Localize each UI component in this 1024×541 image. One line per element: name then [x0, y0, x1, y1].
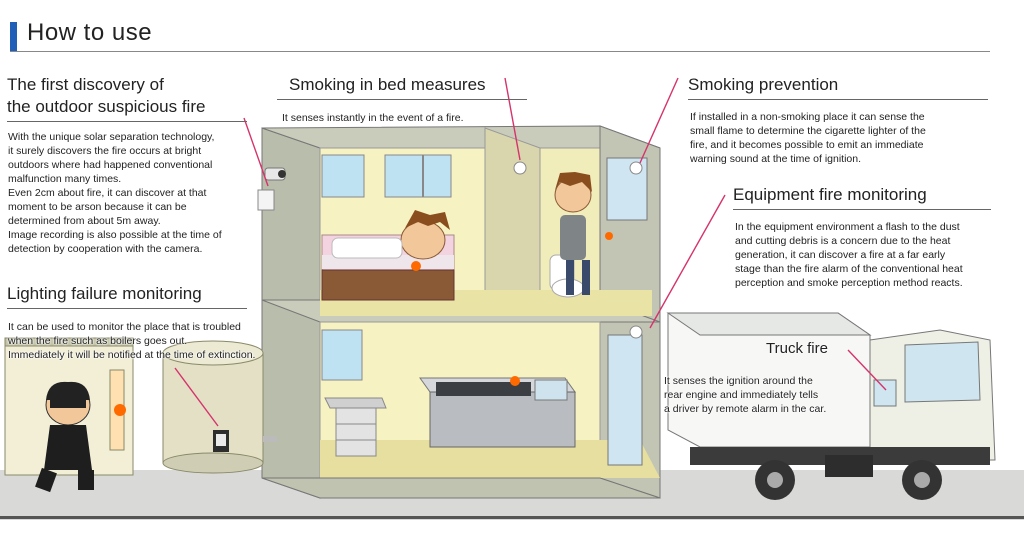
bed-section-title: Smoking in bed measures: [277, 74, 527, 100]
smoking-description: If installed in a non-smoking place it c…: [690, 110, 990, 166]
truck-line: It senses the ignition around the: [664, 375, 813, 387]
outdoor-line: determined from about 5m away.: [8, 215, 161, 227]
outdoor-line: Even 2cm about fire, it can discover at …: [8, 187, 207, 199]
outdoor-title-line2: the outdoor suspicious fire: [7, 96, 247, 122]
header-divider: [10, 51, 990, 52]
equipment-line: generation, it can discover a fire at a …: [735, 249, 946, 261]
outdoor-line: Image recording is also possible at the …: [8, 229, 222, 241]
equipment-line: perception and smoke perception method r…: [735, 277, 963, 289]
outdoor-title-line1: The first discovery of: [7, 75, 164, 94]
equipment-line: In the equipment environment a flash to …: [735, 221, 960, 233]
smoking-section-title: Smoking prevention: [688, 74, 988, 100]
outdoor-description: With the unique solar separation technol…: [8, 130, 248, 256]
lighting-section-title: Lighting failure monitoring: [7, 283, 247, 309]
road-line: [0, 516, 1024, 519]
truck-description: It senses the ignition around the rear e…: [664, 374, 849, 416]
page-title: How to use: [27, 19, 153, 46]
truck-line: rear engine and immediately tells: [664, 389, 819, 401]
bed-description: It senses instantly in the event of a fi…: [282, 112, 464, 124]
smoking-line: fire, and it becomes possible to emit an…: [690, 139, 924, 151]
truck: [666, 312, 996, 500]
lighting-line: when the fire such as boilers goes out.: [8, 335, 188, 347]
smoking-line: small flame to determine the cigarette l…: [690, 125, 926, 137]
smoking-line: If installed in a non-smoking place it c…: [690, 111, 925, 123]
header-accent-bar: [10, 22, 17, 52]
lighting-line: Immediately it will be notified at the t…: [8, 349, 256, 361]
outdoor-line: it surely discovers the fire occurs at b…: [8, 145, 202, 157]
callout-line-truck: [847, 349, 887, 391]
house: [257, 125, 661, 499]
truck-section-title: Truck fire: [766, 340, 828, 357]
equipment-description: In the equipment environment a flash to …: [735, 220, 1000, 290]
callout-lines: [174, 77, 887, 427]
equipment-line: stage than the fire alarm of the convent…: [735, 263, 963, 275]
truck-line: a driver by remote alarm in the car.: [664, 403, 827, 415]
callout-line-outdoor: [243, 117, 269, 187]
outdoor-line: malfunction many times.: [8, 173, 122, 185]
boiler: [162, 340, 277, 474]
equipment-line: and cutting debris is a concern due to t…: [735, 235, 951, 247]
lighting-line: It can be used to monitor the place that…: [8, 321, 241, 333]
outdoor-line: detection by cooperation with the camera…: [8, 243, 203, 255]
outdoor-line: moment to be arson because it can be: [8, 201, 187, 213]
lighting-description: It can be used to monitor the place that…: [8, 320, 318, 362]
callout-line-bed: [504, 77, 521, 161]
outdoor-line: With the unique solar separation technol…: [8, 131, 215, 143]
callout-line-equipment: [649, 194, 726, 329]
callout-line-smoking: [639, 77, 679, 164]
thief: [35, 381, 94, 493]
smoking-line: warning sound at the time of ignition.: [690, 153, 862, 165]
equipment-section-title: Equipment fire monitoring: [733, 184, 991, 210]
outdoor-section-title: The first discovery of the outdoor suspi…: [7, 74, 247, 122]
callout-line-lighting: [174, 367, 219, 427]
outdoor-line: outdoors where had happened conventional: [8, 159, 213, 171]
